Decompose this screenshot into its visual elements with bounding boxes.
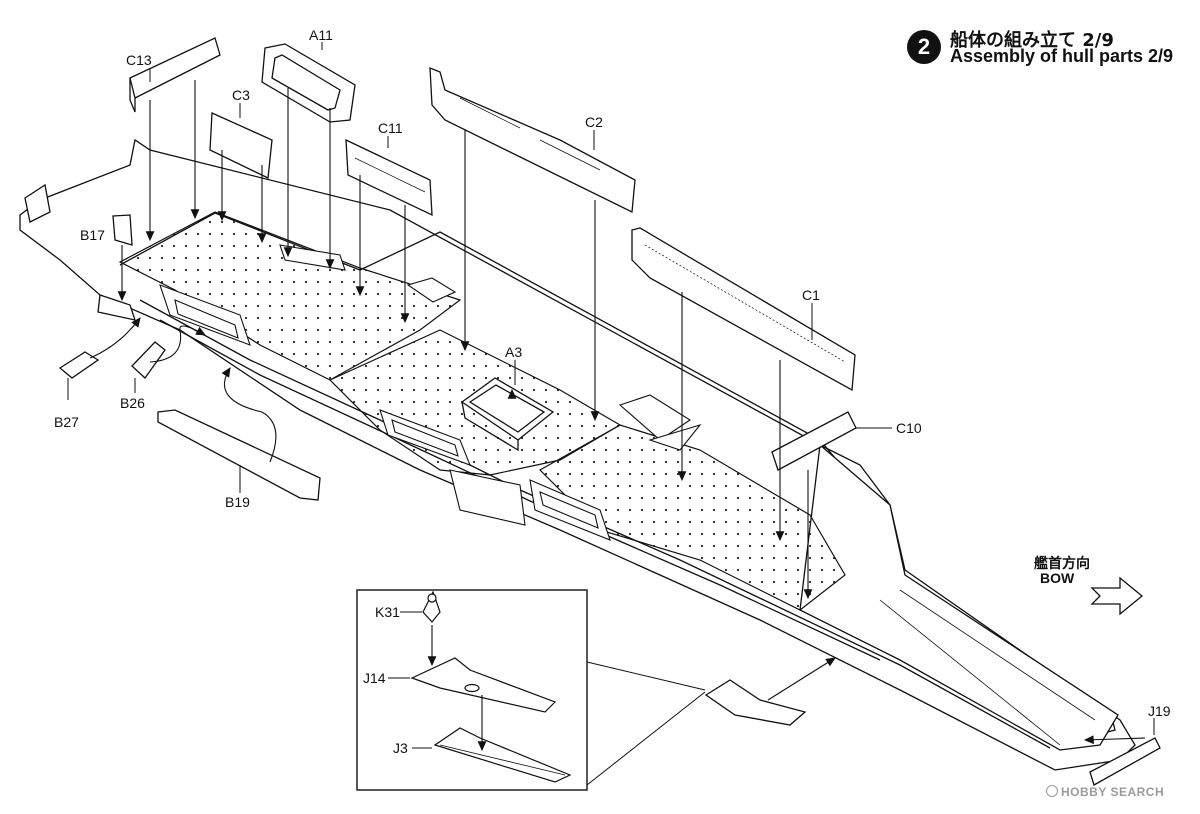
leader-lines	[89, 80, 1146, 745]
step-title-en: Assembly of hull parts 2/9	[950, 46, 1174, 66]
part-c1-shape	[631, 227, 856, 392]
deck-area-fwd	[539, 424, 846, 611]
label-c11: C11	[378, 120, 403, 136]
step-number-badge: 2	[907, 30, 941, 64]
part-b17-shape	[112, 214, 133, 246]
label-b17: B17	[80, 227, 105, 243]
watermark: HOBBY SEARCH	[1046, 785, 1164, 799]
part-c3-shape	[209, 112, 273, 179]
watermark-text: HOBBY SEARCH	[1061, 785, 1165, 799]
bow-deck	[799, 443, 1119, 751]
parts	[58, 37, 1161, 786]
stern	[24, 183, 51, 223]
label-a11: A11	[309, 27, 333, 43]
hangar-openings	[159, 244, 611, 541]
label-c1: C1	[802, 287, 820, 303]
label-b26: B26	[120, 395, 145, 411]
part-b26-shape	[131, 341, 166, 379]
part-c13-shape	[129, 37, 221, 99]
part-b27-shape	[58, 351, 100, 379]
part-a3-shape	[460, 377, 555, 441]
part-labels: C13 A11 C3 C11 C2 B17 C1 A3 B27 B26 B19 …	[54, 27, 1171, 756]
part-c11-shape	[345, 138, 433, 217]
label-c3: C3	[232, 87, 250, 103]
label-c10: C10	[896, 420, 922, 436]
label-a3: A3	[505, 344, 522, 360]
part-j14-shape	[410, 657, 557, 713]
part-b19-shape	[157, 409, 321, 501]
label-b27: B27	[54, 414, 79, 430]
bow-label-jp: 艦首方向	[1034, 556, 1090, 572]
bow-direction-arrow	[1090, 576, 1144, 616]
step-title-jp: 船体の組み立て 2/9	[950, 30, 1114, 51]
part-c2-shape	[429, 67, 636, 213]
part-j19-shape	[1089, 737, 1161, 786]
label-j3: J3	[393, 740, 408, 756]
label-c2: C2	[585, 114, 603, 130]
label-j19: J19	[1148, 703, 1171, 719]
label-c13: C13	[126, 52, 152, 68]
bow-label-en: BOW	[1040, 570, 1075, 586]
label-b19: B19	[225, 494, 250, 510]
label-k31: K31	[375, 604, 400, 620]
watermark-logo-icon	[1046, 785, 1058, 797]
inset-detail	[356, 589, 706, 791]
part-a11-shape	[261, 43, 356, 123]
label-j14: J14	[363, 670, 386, 686]
